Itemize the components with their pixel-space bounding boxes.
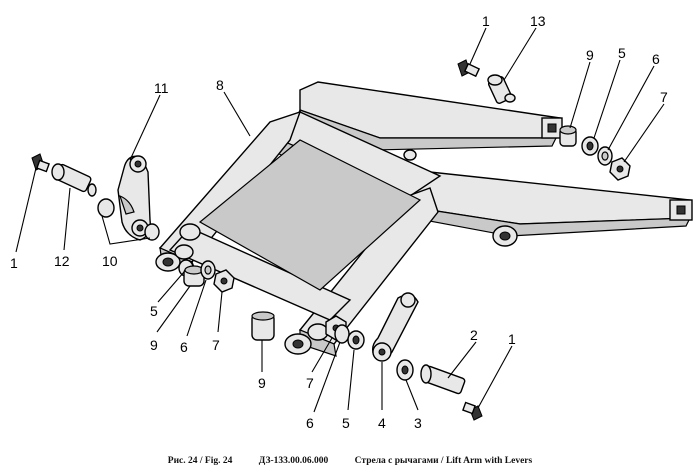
callout-13: 13 xyxy=(530,13,546,29)
figure-caption: Рис. 24 / Fig. 24 ДЗ-133.00.06.000 Стрел… xyxy=(0,456,700,466)
callout-7-middle: 7 xyxy=(212,337,220,353)
callout-7-bottom: 7 xyxy=(306,375,314,391)
callout-6-bottom: 6 xyxy=(306,415,314,431)
washer-3 xyxy=(396,359,414,381)
bushing-9-bottom xyxy=(251,311,275,341)
washer-6-bottom xyxy=(334,324,350,344)
callout-7-top-right: 7 xyxy=(660,89,668,105)
bushing-9-top xyxy=(559,125,577,147)
nut-7-mid xyxy=(213,269,235,293)
callout-5-top-right: 5 xyxy=(618,45,626,61)
callout-3: 3 xyxy=(414,415,422,431)
lift-arm-frame xyxy=(155,81,693,357)
callout-2: 2 xyxy=(470,327,478,343)
pin-13 xyxy=(487,74,516,104)
callout-9-bottom: 9 xyxy=(258,375,266,391)
bushings-10 xyxy=(97,198,160,241)
callout-1-top-left: 1 xyxy=(482,13,490,29)
callout-5-bottom: 5 xyxy=(342,415,350,431)
callout-10: 10 xyxy=(102,253,118,269)
callout-4: 4 xyxy=(378,415,386,431)
callout-12: 12 xyxy=(54,253,70,269)
callout-5-middle: 5 xyxy=(150,303,158,319)
figure-title: Стрела с рычагами / Lift Arm with Levers xyxy=(354,456,533,466)
bolt-left xyxy=(31,153,50,173)
callout-6-top-right: 6 xyxy=(652,51,660,67)
figure-number: Рис. 24 / Fig. 24 xyxy=(167,456,233,466)
callout-1-left: 1 xyxy=(10,255,18,271)
callout-8: 8 xyxy=(216,77,224,93)
leader-lines xyxy=(15,27,665,413)
washer-6-mid xyxy=(200,260,216,280)
callout-9-top-right: 9 xyxy=(586,47,594,63)
lever-11 xyxy=(117,155,151,241)
bolt-bottom-right xyxy=(462,401,483,421)
callout-6-middle: 6 xyxy=(180,339,188,355)
callout-11: 11 xyxy=(154,80,169,96)
callout-1-bottom-right: 1 xyxy=(508,331,516,347)
callout-numbers: 1 13 9 5 6 7 11 8 1 12 10 5 9 6 7 9 7 6 … xyxy=(10,13,668,431)
nut-7-top xyxy=(609,157,631,181)
bolt-top xyxy=(457,59,481,78)
washer-5-bottom xyxy=(347,330,365,350)
pin-12 xyxy=(51,163,97,197)
drawing-code: ДЗ-133.00.06.000 xyxy=(258,456,329,466)
washer-6-top xyxy=(597,146,613,166)
callout-9-middle: 9 xyxy=(150,337,158,353)
lever-4 xyxy=(371,292,419,362)
pin-2 xyxy=(420,364,466,395)
washer-5-top xyxy=(581,136,599,156)
